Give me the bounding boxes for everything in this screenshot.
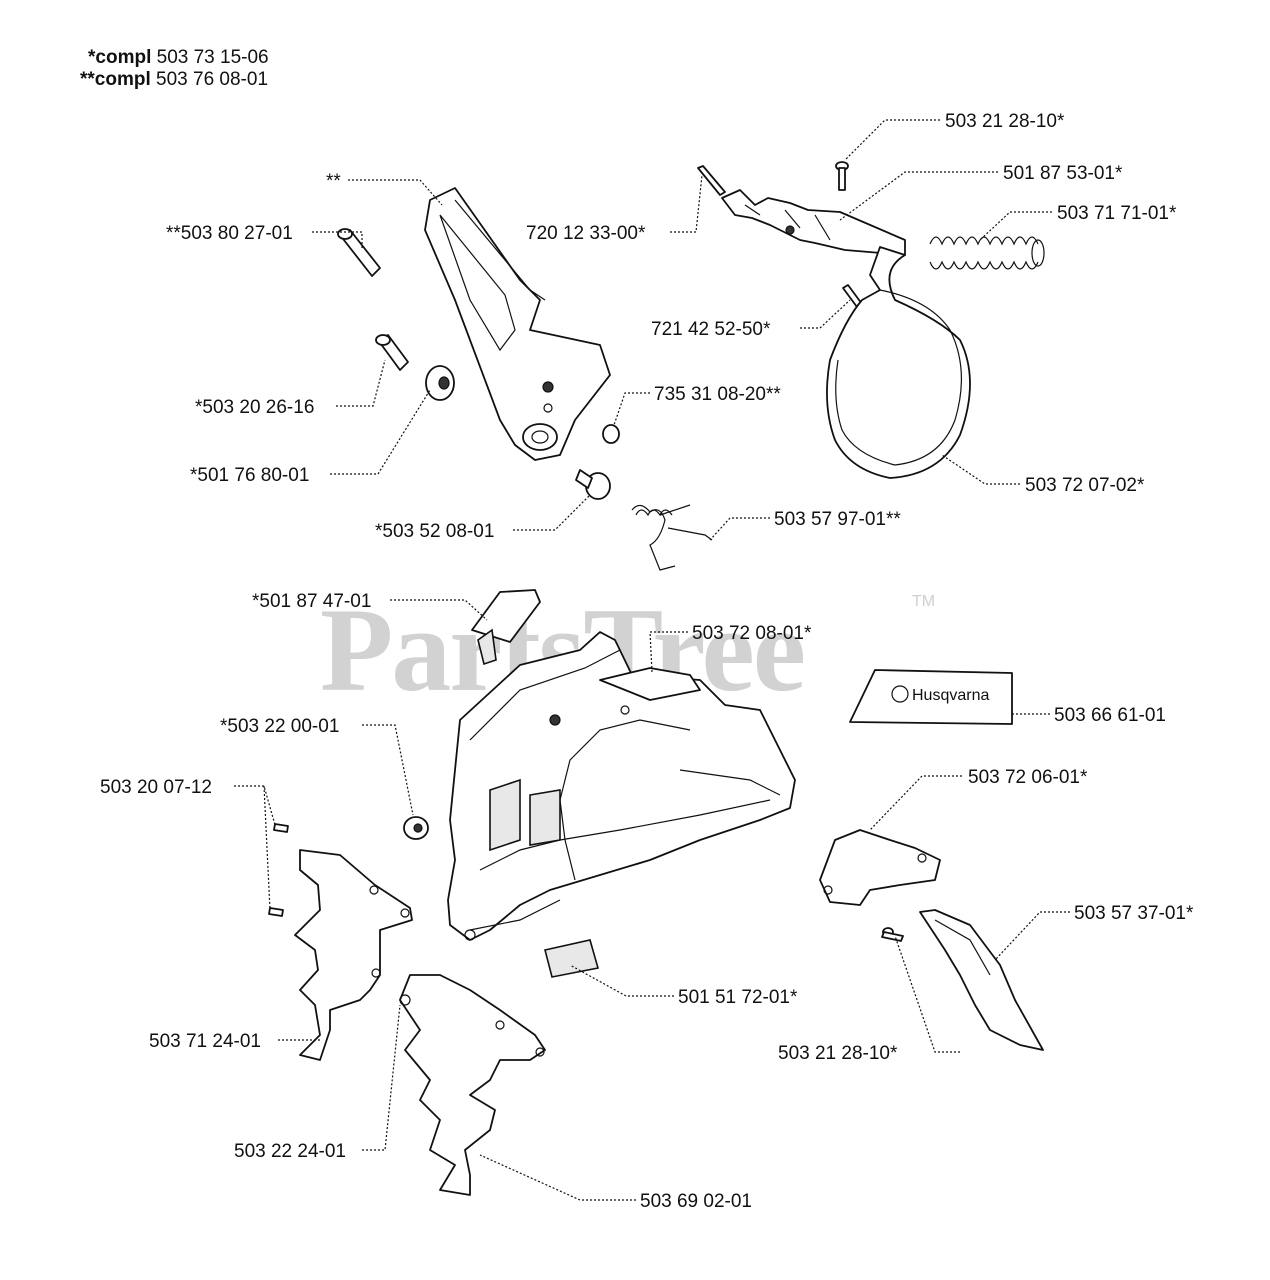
label-503579701: 503 57 97-01** [774, 509, 901, 530]
label-503200712: 503 20 07-12 [100, 777, 212, 798]
label-503720601: 503 72 06-01* [968, 767, 1088, 788]
husqvarna-logo-text: Husqvarna [912, 687, 989, 704]
part-labels: 503 21 28-10* 501 87 53-01* 503 71 71-01… [100, 111, 1194, 1212]
shoulder-screw-503202616 [375, 334, 409, 371]
trademark-symbol: TM [912, 593, 935, 610]
label-503666101: 503 66 61-01 [1054, 705, 1166, 726]
label-503220001: *503 22 00-01 [220, 716, 339, 737]
rubber-pad-501517201 [544, 939, 600, 978]
label-501517201: 501 51 72-01* [678, 987, 798, 1008]
handle-screw-503802701 [337, 228, 381, 277]
label-721425250: 721 42 52-50* [651, 319, 771, 340]
brake-band-503720702 [826, 246, 971, 479]
header-line-1: *compl 503 73 15-06 [88, 47, 269, 69]
clip-501874701 [471, 589, 541, 666]
pin-720123300 [697, 165, 726, 196]
label-501875301: 501 87 53-01* [1003, 163, 1123, 184]
label-stars-handle: ** [326, 171, 341, 192]
screw-503212810-bottom [881, 927, 904, 942]
screw-503212810-top [835, 161, 849, 191]
header-line-2: **compl 503 76 08-01 [80, 69, 268, 91]
label-503690201: 503 69 02-01 [640, 1191, 752, 1212]
nut-503220001 [403, 816, 429, 840]
header-compl-number-2: 503 76 08-01 [150, 69, 269, 90]
label-501874701: *501 87 47-01 [252, 591, 371, 612]
guard-plate-503573701 [919, 909, 1044, 1051]
husqvarna-decal-503666101: Husqvarna [849, 669, 1013, 725]
label-503802701: **503 80 27-01 [166, 223, 293, 244]
header-compl-number-1: 503 73 15-06 [151, 47, 269, 68]
label-501768001: *501 76 80-01 [190, 465, 309, 486]
label-503720702: 503 72 07-02* [1025, 475, 1145, 496]
header-compl-prefix-2: **compl [80, 69, 151, 90]
label-735310820: 735 31 08-20** [654, 384, 781, 405]
leader-lines [234, 119, 1070, 1201]
lever-501875301 [721, 189, 906, 256]
header-compl-prefix-1: *compl [88, 47, 152, 68]
decal-503720801 [599, 667, 701, 701]
label-503212810-bottom: 503 21 28-10* [778, 1043, 898, 1064]
label-503573701: 503 57 37-01* [1074, 903, 1194, 924]
bushing-501768001 [425, 365, 455, 401]
spring-503579701 [631, 504, 713, 571]
label-503720801: 503 72 08-01* [692, 623, 812, 644]
coil-spring-503717101 [929, 236, 1045, 270]
label-503202616: *503 20 26-16 [195, 397, 314, 418]
screws-503200712 [268, 823, 289, 917]
washer-735310820 [602, 424, 620, 444]
spike-bumper-503690201 [399, 974, 546, 1196]
bolt-503520801 [575, 469, 611, 500]
label-503717101: 503 71 71-01* [1057, 203, 1177, 224]
clutch-cover [447, 631, 796, 941]
label-503212810-top: 503 21 28-10* [945, 111, 1065, 132]
chain-brake-handle [424, 187, 611, 461]
label-720123300: 720 12 33-00* [526, 223, 646, 244]
label-503520801: *503 52 08-01 [375, 521, 494, 542]
spike-bumper-503712401 [294, 849, 413, 1061]
label-503712401: 503 71 24-01 [149, 1031, 261, 1052]
bar-guide-plate-503720601 [819, 829, 941, 906]
label-503222401: 503 22 24-01 [234, 1141, 346, 1162]
